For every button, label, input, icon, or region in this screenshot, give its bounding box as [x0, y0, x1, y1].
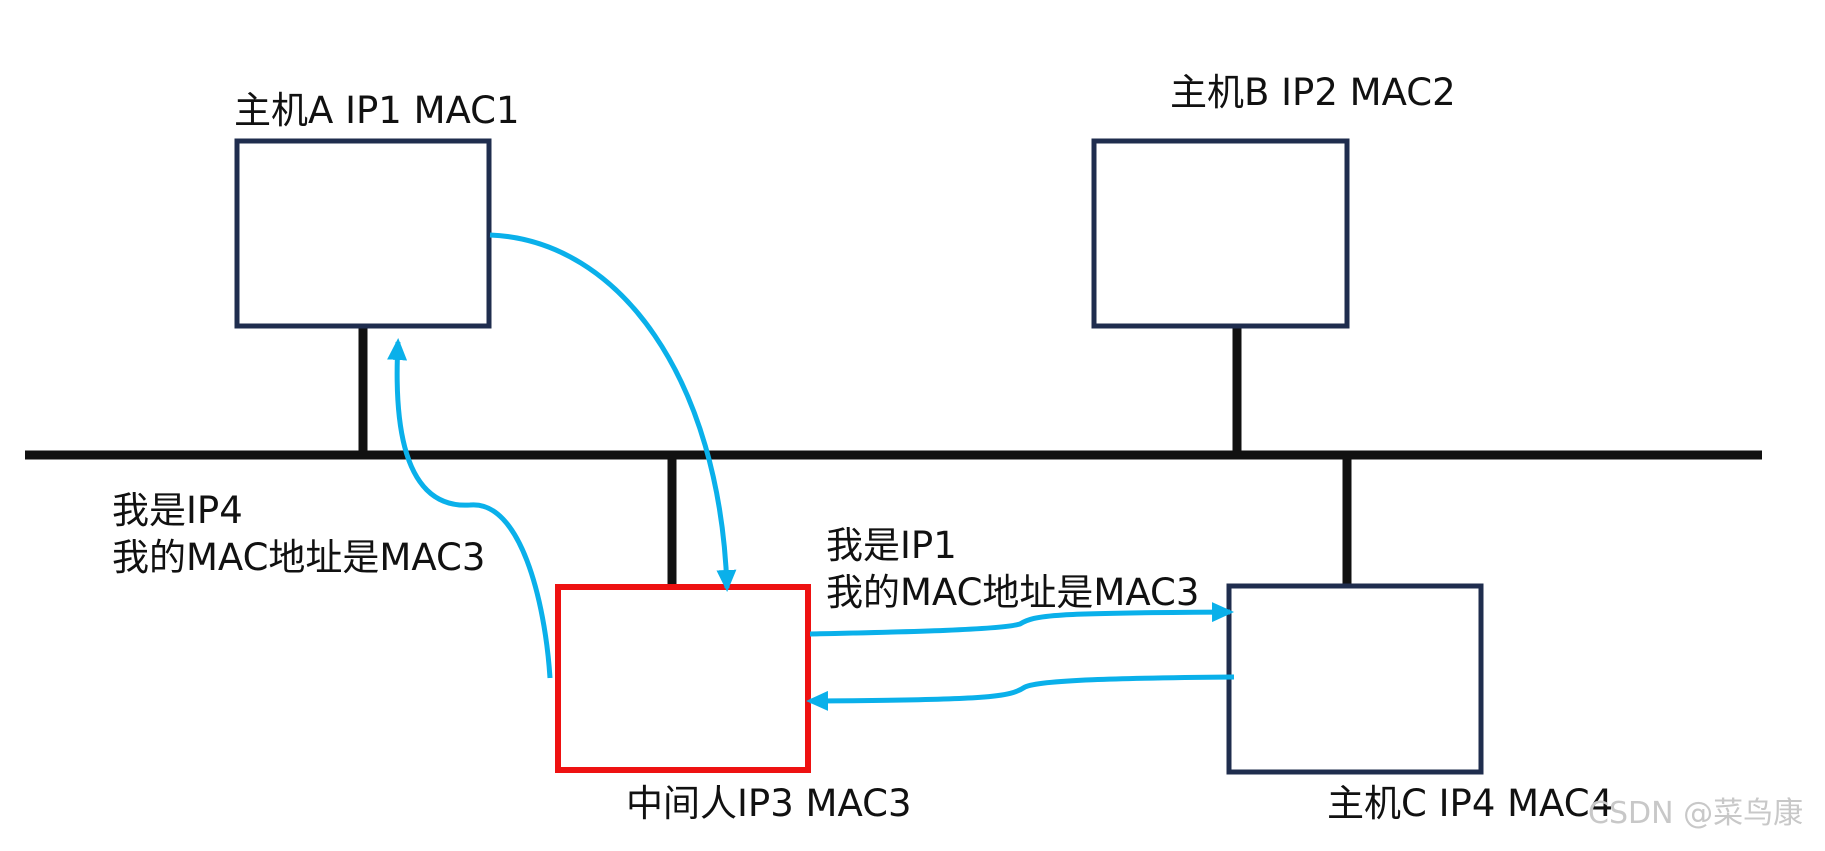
message-to-c-line1: 我是IP1	[826, 524, 957, 567]
mitm-label: 中间人IP3 MAC3	[626, 782, 912, 825]
mitm-box	[555, 584, 811, 773]
message-to-a-line1: 我是IP4	[112, 489, 243, 532]
host-c-box	[1226, 583, 1484, 775]
host-a-label: 主机A IP1 MAC1	[234, 89, 520, 132]
arrow-mitm-to-a	[387, 338, 553, 679]
host-b-label: 主机B IP2 MAC2	[1170, 71, 1456, 114]
host-c-label: 主机C IP4 MAC4	[1327, 782, 1614, 825]
host-b-box	[1091, 138, 1350, 329]
arrow-a-to-mitm	[489, 232, 737, 592]
message-to-a-line2: 我的MAC地址是MAC3	[112, 536, 486, 579]
arrow-c-to-mitm	[806, 674, 1235, 711]
watermark: CSDN @菜鸟康	[1588, 796, 1804, 831]
host-a-box	[234, 138, 492, 329]
message-to-c-line2: 我的MAC地址是MAC3	[826, 571, 1200, 614]
arrow-mitm-to-c	[809, 602, 1234, 637]
